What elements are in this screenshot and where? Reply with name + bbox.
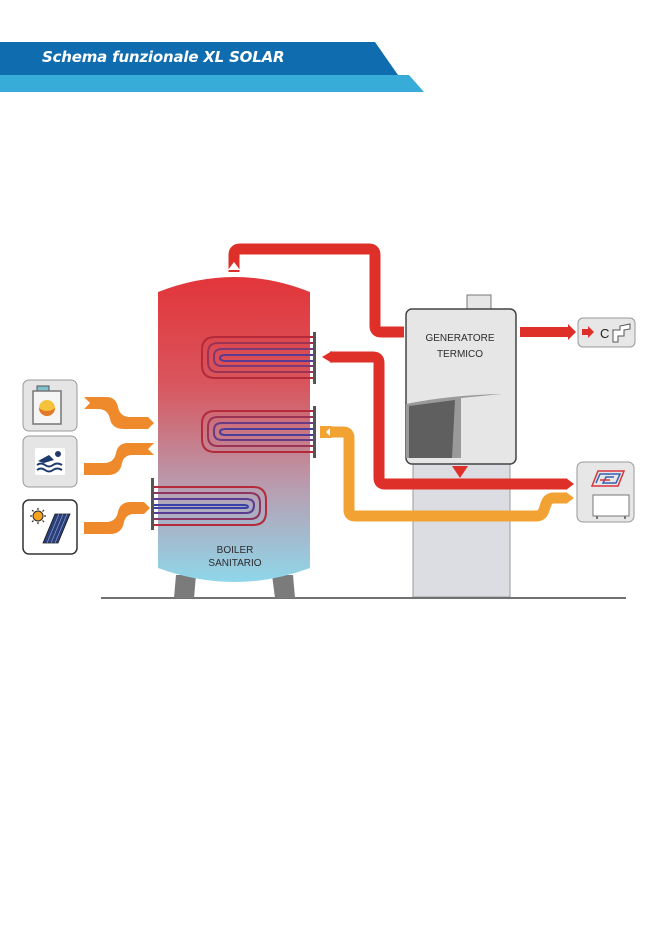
- low-temp-pipe-tail: [320, 426, 332, 438]
- solar-panel-icon: [30, 508, 71, 544]
- heat-generator: GENERATORE TERMICO: [405, 294, 517, 465]
- page-title: Schema funzionale XL SOLAR: [42, 48, 285, 66]
- tank-label-line1: BOILER: [217, 545, 254, 556]
- heating-return-pipe: [330, 351, 566, 490]
- floor-heating-icon: [590, 470, 626, 487]
- arrow-to-floor-heating: [566, 478, 574, 490]
- dhw-arrow: [568, 324, 576, 340]
- middle-heat-exchanger-coil: [201, 410, 313, 453]
- generator-junction: [452, 466, 468, 478]
- upper-heat-exchanger-coil: [201, 336, 313, 379]
- radiator-icon: [592, 494, 630, 519]
- banner-shape: [0, 42, 424, 92]
- generator-label-line1: GENERATORE: [425, 333, 494, 344]
- solar-heat-exchanger-coil: [154, 486, 267, 526]
- source-pipes: [84, 397, 154, 534]
- arrow-low-temp: [566, 492, 574, 504]
- tank-label-line2: SANITARIO: [208, 558, 261, 569]
- generator-label-line2: TERMICO: [437, 349, 483, 360]
- dhw-output-pipe: [520, 327, 570, 337]
- coil-flanges: [151, 332, 316, 530]
- arrow-right-icon: [582, 326, 594, 338]
- faucet-icon: [612, 323, 631, 343]
- header-banner: [0, 42, 430, 92]
- pool-source-box: [22, 435, 78, 488]
- arrow-into-upper-coil: [322, 351, 332, 363]
- hot-water-pipe-to-generator: [228, 243, 404, 338]
- swimming-icon: [35, 448, 65, 475]
- tank-legs: [174, 575, 295, 598]
- boiler-source-box: [22, 379, 78, 432]
- domestic-hot-water-output: C: [577, 317, 636, 348]
- dhw-letter: C: [600, 326, 609, 341]
- solar-source-box: [22, 499, 78, 555]
- boiler-icon: [32, 385, 62, 425]
- low-temp-pipe: [330, 426, 566, 522]
- floor-heating-output: [576, 461, 635, 523]
- pipe-notch: [228, 262, 240, 270]
